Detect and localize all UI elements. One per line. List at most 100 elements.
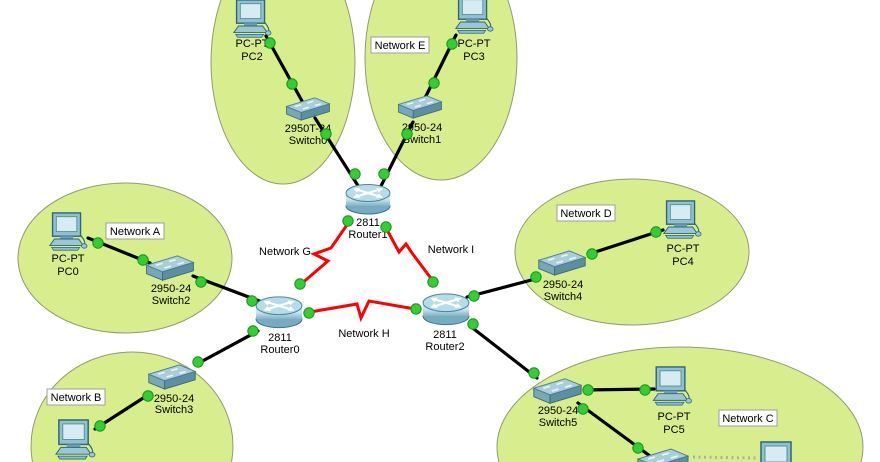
status-up-dot bbox=[577, 403, 589, 415]
status-up-dot bbox=[428, 77, 440, 89]
device-model-label: 2950-24 bbox=[151, 283, 191, 295]
status-up-dot bbox=[427, 276, 439, 288]
status-up-dot bbox=[632, 442, 644, 454]
note-text: Network B bbox=[51, 392, 102, 404]
status-up-dot bbox=[286, 78, 298, 90]
note-network-e[interactable]: Network E bbox=[370, 36, 430, 54]
device-name-label: Router0 bbox=[260, 344, 299, 356]
device-label-pc0: PC-PT PC0 bbox=[52, 253, 85, 278]
link-switch3-router0[interactable] bbox=[195, 329, 260, 366]
status-up-dot bbox=[349, 168, 361, 180]
status-up-dot bbox=[142, 390, 154, 402]
device-name-label: PC4 bbox=[672, 256, 693, 268]
device-name-label: Router1 bbox=[348, 229, 387, 241]
status-up-dot bbox=[342, 215, 354, 227]
device-model-label: 2811 bbox=[268, 332, 292, 344]
device-label-pc5: PC-PT PC5 bbox=[658, 411, 691, 436]
router-icon-router0[interactable] bbox=[255, 295, 303, 329]
device-labels: PC-PT PC2 2950T-24 Switch0 PC-PT PC3 295… bbox=[52, 38, 700, 436]
status-up-dot bbox=[582, 384, 594, 396]
device-label-router0: 2811 Router0 bbox=[260, 332, 299, 356]
device-label-switch2: 2950-24 Switch2 bbox=[151, 283, 191, 307]
device-label-pc2: PC-PT PC2 bbox=[236, 38, 269, 63]
status-up-dot bbox=[246, 295, 258, 307]
cluster-ellipse-top-left[interactable] bbox=[210, 0, 356, 185]
status-up-dot bbox=[401, 128, 413, 140]
link-switch5-router2[interactable] bbox=[468, 324, 539, 380]
device-model-label: 2950-24 bbox=[538, 405, 578, 417]
router-icon-router2[interactable] bbox=[422, 292, 470, 326]
device-label-switch3: 2950-24 Switch3 bbox=[154, 393, 194, 416]
note-network-h[interactable]: Network H bbox=[338, 328, 389, 340]
status-up-dot bbox=[530, 271, 542, 283]
serial-link-router0-router2-network-h[interactable] bbox=[308, 299, 417, 323]
device-name-label: Switch3 bbox=[155, 404, 194, 416]
device-name-label: PC5 bbox=[663, 424, 684, 436]
device-label-switch4: 2950-24 Switch4 bbox=[543, 279, 583, 303]
device-model-label: PC-PT bbox=[658, 411, 691, 423]
status-up-dot bbox=[94, 420, 106, 432]
serial-links bbox=[298, 220, 435, 323]
status-up-dot bbox=[446, 38, 458, 50]
status-up-dot bbox=[528, 367, 540, 379]
device-model-label: PC-PT bbox=[458, 38, 491, 50]
status-up-dot bbox=[467, 318, 479, 330]
status-up-dot bbox=[639, 384, 651, 396]
cluster-ellipse-network-e[interactable] bbox=[364, 0, 518, 181]
device-name-label: Switch1 bbox=[403, 134, 442, 146]
status-up-dot bbox=[247, 325, 259, 337]
device-name-label: Switch2 bbox=[152, 295, 191, 307]
status-up-dot bbox=[195, 276, 207, 288]
serial-link-router1-router0-network-g[interactable] bbox=[298, 220, 351, 287]
status-up-dot bbox=[468, 290, 480, 302]
cluster-ellipse-network-a[interactable] bbox=[17, 182, 233, 334]
note-network-i[interactable]: Network I bbox=[428, 244, 474, 256]
status-up-dot bbox=[137, 254, 149, 266]
device-model-label: 2950-24 bbox=[543, 279, 583, 291]
status-up-dot bbox=[294, 278, 306, 290]
link-status-dots bbox=[92, 37, 662, 454]
device-model-label: 2950-24 bbox=[154, 393, 194, 405]
device-name-label: Switch5 bbox=[539, 417, 578, 429]
cluster-ellipse-network-d[interactable] bbox=[514, 178, 750, 326]
device-label-router1: 2811 Router1 bbox=[348, 217, 387, 241]
status-up-dot bbox=[380, 221, 392, 233]
status-up-dot bbox=[320, 128, 332, 140]
note-text: Network E bbox=[375, 40, 426, 52]
status-up-dot bbox=[586, 248, 598, 260]
status-up-dot bbox=[650, 226, 662, 238]
note-text: Network D bbox=[560, 208, 611, 220]
device-name-label: Switch0 bbox=[289, 135, 328, 147]
device-label-pc4: PC-PT PC4 bbox=[667, 243, 700, 268]
device-model-label: PC-PT bbox=[236, 38, 269, 50]
note-network-a[interactable]: Network A bbox=[105, 222, 165, 240]
router-icon-router1[interactable] bbox=[345, 183, 391, 215]
status-up-dot bbox=[378, 168, 390, 180]
device-label-pc3: PC-PT PC3 bbox=[458, 38, 491, 63]
status-up-dot bbox=[410, 303, 422, 315]
device-name-label: PC2 bbox=[241, 51, 262, 63]
device-label-switch5: 2950-24 Switch5 bbox=[538, 405, 578, 429]
device-model-label: PC-PT bbox=[52, 253, 85, 265]
note-text: Network A bbox=[110, 226, 161, 238]
note-network-c[interactable]: Network C bbox=[718, 409, 778, 427]
serial-link-router1-router2-network-i[interactable] bbox=[384, 226, 435, 283]
status-up-dot bbox=[264, 37, 276, 49]
status-up-dot bbox=[192, 356, 204, 368]
device-name-label: Router2 bbox=[425, 341, 464, 353]
device-model-label: 2811 bbox=[433, 329, 457, 341]
device-model-label: 2811 bbox=[356, 217, 380, 229]
device-name-label: Switch4 bbox=[544, 291, 583, 303]
status-up-dot bbox=[303, 307, 315, 319]
note-network-d[interactable]: Network D bbox=[556, 204, 616, 222]
note-network-g[interactable]: Network G bbox=[259, 246, 311, 258]
device-label-router2: 2811 Router2 bbox=[425, 329, 464, 353]
device-name-label: PC3 bbox=[463, 51, 484, 63]
device-name-label: PC0 bbox=[57, 266, 78, 278]
status-up-dot bbox=[92, 237, 104, 249]
note-network-b[interactable]: Network B bbox=[46, 388, 106, 406]
device-model-label: PC-PT bbox=[667, 243, 700, 255]
note-text: Network C bbox=[722, 413, 773, 425]
